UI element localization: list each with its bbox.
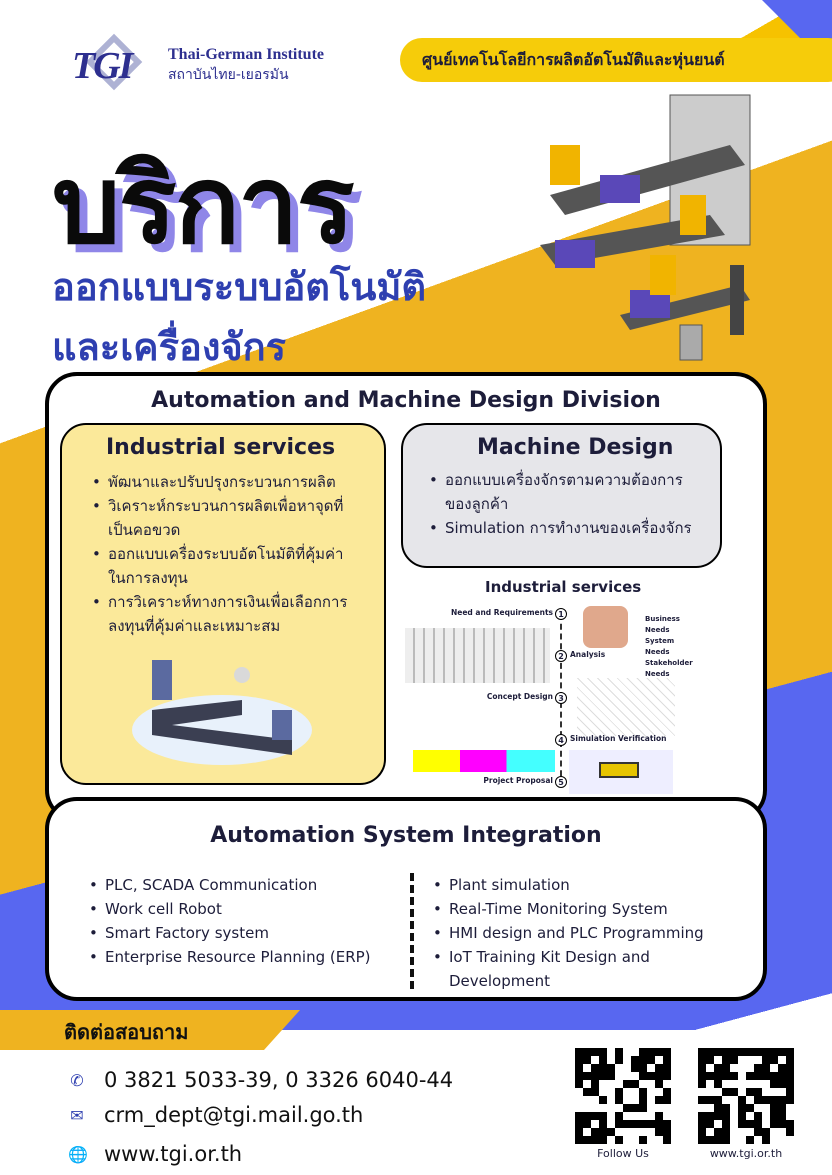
list-item: HMI design and PLC Programming — [429, 921, 729, 945]
logo-name-th: สถาบันไทย-เยอรมัน — [168, 67, 289, 83]
industrial-services-card: Industrial services พัฒนาและปรับปรุงกระบ… — [60, 423, 386, 785]
contact-email[interactable]: crm_dept@tgi.mail.go.th — [104, 1103, 364, 1127]
step-label: Analysis — [570, 650, 606, 659]
list-item: IoT Training Kit Design and Development — [429, 945, 729, 993]
qr-follow-us[interactable]: Follow Us — [575, 1048, 671, 1160]
division-title: Automation and Machine Design Division — [151, 388, 661, 413]
list-item: Plant simulation — [429, 873, 729, 897]
step-number: 3 — [555, 692, 567, 704]
step-label: Need and Requirements — [450, 608, 553, 617]
page-subtitle-2: และเครื่องจักร — [52, 325, 287, 369]
step-number: 4 — [555, 734, 567, 746]
factory-robot-illustration — [540, 94, 751, 361]
diagram-flowchart-image — [405, 628, 550, 683]
hands-image — [583, 606, 628, 648]
column-divider — [410, 873, 414, 989]
qr-website[interactable]: www.tgi.or.th — [698, 1048, 794, 1160]
machine-3d-image — [569, 750, 673, 794]
production-line-illustration — [132, 660, 312, 765]
qr-code[interactable] — [575, 1048, 671, 1144]
need-label: Business Needs — [645, 615, 680, 634]
tgi-logo: TGI Thai-German Institute สถาบันไทย-เยอรม… — [72, 33, 324, 94]
list-item: PLC, SCADA Communication — [85, 873, 371, 897]
contact-heading-bar: ติดต่อสอบถาม — [0, 1010, 300, 1050]
contact-phone: 0 3821 5033-39, 0 3326 6040-44 — [104, 1068, 454, 1092]
diagram-title: Industrial services — [485, 578, 642, 596]
contact-website[interactable]: www.tgi.or.th — [104, 1142, 243, 1166]
list-item: Smart Factory system — [85, 921, 371, 945]
globe-icon: 🌐 — [68, 1144, 88, 1164]
list-item: Real-Time Monitoring System — [429, 897, 729, 921]
tgi-logo-mark: TGI — [72, 33, 160, 94]
list-item: Work cell Robot — [85, 897, 371, 921]
step-number: 1 — [555, 608, 567, 620]
logo-name-en: Thai-German Institute — [168, 46, 324, 63]
industrial-services-diagram: Industrial services Business Needs Syste… — [405, 578, 693, 796]
list-item: Enterprise Resource Planning (ERP) — [85, 945, 371, 969]
integration-title: Automation System Integration — [210, 823, 602, 848]
qr-label: Follow Us — [597, 1147, 649, 1160]
concept-sketch-image — [577, 678, 675, 736]
page-title: บริการ — [52, 143, 355, 268]
qr-label: www.tgi.or.th — [709, 1147, 783, 1160]
mail-icon: ✉ — [70, 1105, 84, 1125]
qr-code[interactable] — [698, 1048, 794, 1144]
background-footer — [0, 1030, 832, 1175]
list-item: ออกแบบเครื่องจักรตามความต้องการของลูกค้า — [425, 468, 700, 516]
list-item: ออกแบบเครื่องระบบอัตโนมัติที่คุ้มค่าในกา… — [88, 542, 360, 590]
contact-heading: ติดต่อสอบถาม — [64, 1020, 189, 1044]
page-subtitle-1: ออกแบบระบบอัตโนมัติ — [52, 265, 427, 309]
step-number: 5 — [555, 776, 567, 788]
list-item: การวิเคราะห์ทางการเงินเพื่อเลือกการลงทุน… — [88, 590, 360, 638]
machine-design-title: Machine Design — [477, 435, 674, 460]
list-item: วิเคราะห์กระบวนการผลิตเพื่อหาจุดที่เป็นค… — [88, 494, 360, 542]
step-label: Project Proposal — [483, 776, 553, 785]
machine-design-card: Machine Design ออกแบบเครื่องจักรตามความต… — [401, 423, 722, 568]
list-item: พัฒนาและปรับปรุงกระบวนการผลิต — [88, 470, 360, 494]
step-number: 2 — [555, 650, 567, 662]
simulation-layout-image — [413, 750, 555, 772]
integration-panel: Automation System Integration PLC, SCADA… — [45, 797, 767, 1001]
phone-icon: ✆ — [70, 1070, 84, 1090]
need-label: System Needs — [645, 637, 675, 656]
step-label: Concept Design — [486, 692, 553, 701]
center-name-badge: ศูนย์เทคโนโลยีการผลิตอัตโนมัติและหุ่นยนต… — [400, 38, 832, 82]
step-label: Simulation Verification — [570, 734, 667, 743]
industrial-services-title: Industrial services — [106, 435, 336, 460]
list-item: Simulation การทำงานของเครื่องจักร — [425, 516, 700, 540]
need-label: Stakeholder Needs — [645, 659, 693, 678]
